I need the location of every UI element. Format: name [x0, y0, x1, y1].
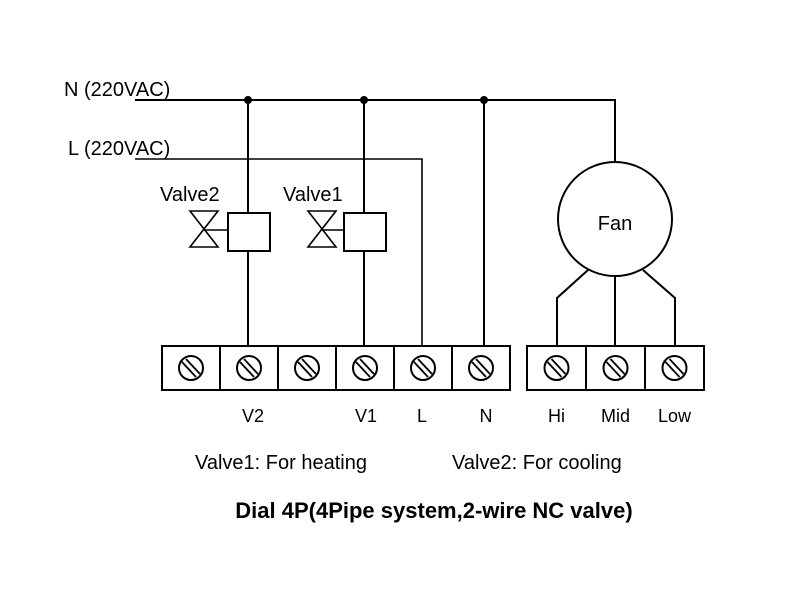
terminal-label: Hi: [548, 406, 565, 426]
terminal-cell: [161, 345, 221, 391]
terminal: Low: [644, 345, 705, 426]
screw-icon: [602, 355, 629, 381]
screw-slot: [471, 361, 487, 378]
screw-slot: [546, 361, 563, 378]
valve1-actuator: [343, 212, 387, 252]
screw-slot: [417, 358, 433, 375]
valve1-symbol: [306, 210, 387, 252]
terminal-label: Mid: [601, 406, 630, 426]
terminal-label: V1: [355, 406, 377, 426]
screw-slot: [243, 358, 259, 375]
valve2-symbol: [188, 210, 271, 252]
screw-icon: [178, 355, 204, 381]
valve1-note: Valve1: For heating: [195, 452, 367, 474]
terminal-label: V2: [242, 406, 264, 426]
valve1-bowtie-icon: [306, 210, 338, 248]
screw-slot: [297, 361, 313, 378]
diagram-title: Dial 4P(4Pipe system,2-wire NC valve): [235, 498, 632, 523]
valve2-label: Valve2: [160, 184, 220, 206]
screw-slot: [475, 358, 491, 375]
valve2-note: Valve2: For cooling: [452, 452, 622, 474]
screw-slot: [605, 361, 622, 378]
screw-icon: [352, 355, 378, 381]
fan-label: Fan: [598, 213, 632, 235]
screw-slot: [355, 361, 371, 378]
screw-slot: [664, 361, 681, 378]
screw-slot: [413, 361, 429, 378]
screw-slot: [550, 358, 567, 375]
terminal: L: [393, 345, 453, 426]
screw-slot: [181, 361, 197, 378]
n-supply-label: N (220VAC): [64, 79, 170, 101]
screw-slot: [668, 358, 685, 375]
screw-icon: [410, 355, 436, 381]
terminal-block-left: V2 V1 L N: [161, 345, 511, 426]
terminal-label: L: [417, 406, 427, 426]
screw-slot: [185, 358, 201, 375]
screw-slot: [609, 358, 626, 375]
terminal: Mid: [585, 345, 646, 426]
screw-icon: [543, 355, 570, 381]
terminal: [161, 345, 221, 391]
terminal: V1: [335, 345, 395, 426]
l-supply-wire: [135, 158, 423, 346]
screw-slot: [359, 358, 375, 375]
screw-icon: [661, 355, 688, 381]
l-supply-label: L (220VAC): [68, 138, 170, 160]
terminal-label: N: [480, 406, 493, 426]
screw-slot: [239, 361, 255, 378]
fan-low-wire: [642, 269, 676, 346]
screw-icon: [468, 355, 494, 381]
fan-motor: Fan: [556, 161, 676, 346]
n-supply-wire: [135, 99, 616, 162]
terminal-block-right: Hi Mid Low: [526, 345, 705, 426]
terminal: [277, 345, 337, 391]
fan-hi-wire: [556, 269, 589, 346]
valve2-actuator: [227, 212, 271, 252]
terminal: Hi: [526, 345, 587, 426]
valve1-label: Valve1: [283, 184, 343, 206]
screw-slot: [301, 358, 317, 375]
terminal-label: Low: [658, 406, 692, 426]
screw-icon: [294, 355, 320, 381]
terminal: V2: [219, 345, 279, 426]
valve2-bowtie-icon: [188, 210, 220, 248]
terminal: N: [451, 345, 511, 426]
screw-icon: [236, 355, 262, 381]
